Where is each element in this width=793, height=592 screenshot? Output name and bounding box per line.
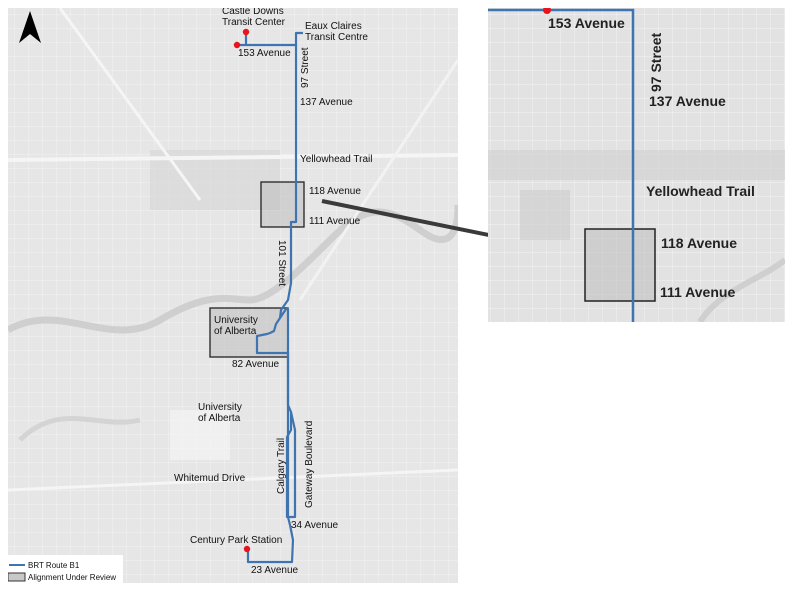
label-82-avenue: 82 Avenue (232, 359, 280, 370)
label-118-avenue: 118 Avenue (309, 186, 361, 197)
inset-station-icon (543, 8, 551, 14)
label-uofa-box: University (214, 315, 258, 326)
label-eaux-claires: Eaux Claires (305, 21, 362, 32)
review-box-118-111[interactable] (260, 181, 305, 228)
legend-route-label: BRT Route B1 (28, 561, 80, 570)
label-137-avenue: 137 Avenue (300, 97, 353, 108)
legend-review-swatch (8, 572, 26, 582)
inset-map[interactable]: 153 Avenue 97 Street 137 Avenue Yellowhe… (488, 6, 785, 322)
legend-review-label: Alignment Under Review (28, 573, 116, 582)
station-153-ave-icon (233, 41, 241, 49)
inset-label-97-street: 97 Street (648, 33, 664, 92)
label-111-avenue: 111 Avenue (309, 216, 361, 227)
label-uofa: University (198, 402, 242, 413)
label-castle-downs-2: Transit Center (222, 17, 286, 28)
label-97-street: 97 Street (300, 47, 311, 88)
river (8, 205, 458, 334)
label-castle-downs: Castle Downs (222, 6, 284, 17)
inset-label-118-avenue: 118 Avenue (661, 235, 737, 251)
label-101-street: 101 Street (276, 240, 287, 286)
north-arrow-icon (19, 11, 41, 43)
label-yellowhead-trail: Yellowhead Trail (300, 154, 372, 165)
main-map[interactable]: Castle Downs Transit Center Eaux Claires… (8, 6, 458, 583)
label-34-avenue: 34 Avenue (291, 520, 339, 531)
station-castle-downs-icon (242, 28, 250, 36)
inset-label-111-avenue: 111 Avenue (660, 284, 735, 300)
legend: BRT Route B1 Alignment Under Review (8, 555, 123, 583)
label-eaux-claires-2: Transit Centre (305, 32, 368, 43)
label-century-park: Century Park Station (190, 535, 282, 546)
inset-label-yellowhead-trail: Yellowhead Trail (646, 183, 755, 199)
label-calgary-trail: Calgary Trail (276, 438, 287, 494)
inset-review-box[interactable] (584, 228, 656, 302)
label-153-avenue: 153 Avenue (238, 48, 291, 59)
inset-label-153-avenue: 153 Avenue (548, 15, 625, 31)
label-uofa-box-2: of Alberta (214, 326, 257, 337)
label-gateway-boulevard: Gateway Boulevard (304, 421, 315, 508)
inset-label-137-avenue: 137 Avenue (649, 93, 726, 109)
station-century-park-icon (243, 545, 251, 553)
brt-route-b1 (236, 31, 303, 564)
label-uofa-2: of Alberta (198, 413, 241, 424)
label-23-avenue: 23 Avenue (251, 565, 299, 576)
label-whitemud-drive: Whitemud Drive (174, 473, 246, 484)
